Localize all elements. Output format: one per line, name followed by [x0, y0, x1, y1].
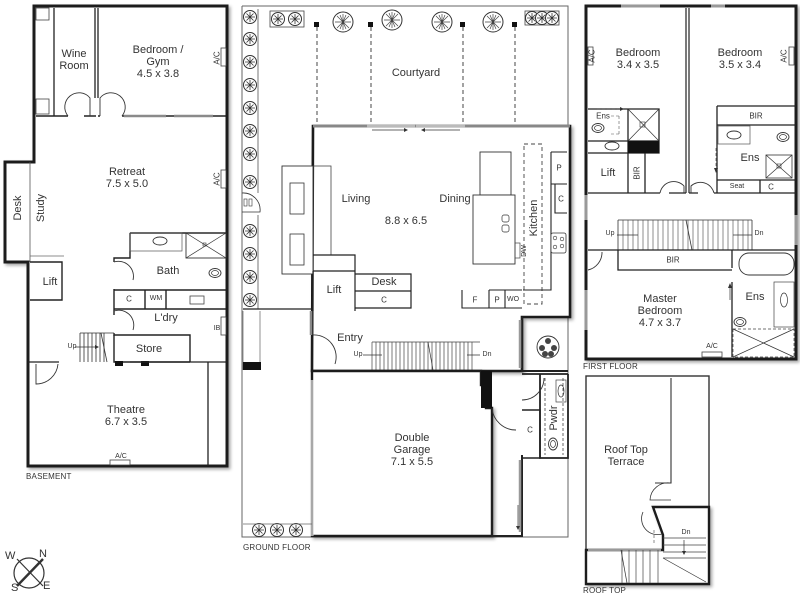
room-ensuite-2: Ens — [740, 152, 760, 164]
ground-floor-plan — [241, 5, 572, 538]
ac-label: A/C — [779, 49, 789, 63]
pantry-label: P — [494, 295, 500, 305]
cupboard-label: C — [381, 295, 387, 305]
cupboard-label: C — [527, 425, 533, 435]
room-ensuite-master: Ens — [745, 291, 765, 303]
bir-label: BIR — [749, 111, 763, 121]
cupboard-label: C — [558, 194, 564, 204]
stairs-up-label: Up — [605, 230, 615, 237]
stairs-down-label: Dn — [482, 351, 492, 358]
floor-label-ground: GROUND FLOOR — [243, 543, 311, 552]
room-powder: Pwdr — [548, 405, 560, 431]
floor-label-basement: BASEMENT — [26, 472, 72, 481]
room-ensuite-1: Ens — [596, 111, 610, 121]
floor-label-rooftop: ROOF TOP — [583, 586, 627, 595]
stairs-down-label: Dn — [754, 230, 764, 237]
ac-label: A/C — [212, 51, 222, 65]
ac-label: A/C — [587, 49, 597, 63]
room-lift: Lift — [600, 167, 616, 179]
dishwasher-label: DW — [521, 245, 528, 257]
ib-label: IB — [213, 325, 221, 332]
living-dining-dimensions: 8.8 x 6.5 — [384, 215, 428, 227]
bir-label: BIR — [666, 255, 680, 265]
first-floor-plan — [584, 4, 798, 361]
ac-label: A/C — [115, 453, 127, 460]
room-store: Store — [135, 343, 163, 355]
ac-label: A/C — [706, 343, 718, 350]
compass-south: S — [11, 582, 19, 594]
room-desk: Desk — [12, 195, 24, 221]
pantry-label: P — [556, 163, 562, 173]
cupboard-label: C — [768, 182, 774, 192]
room-kitchen: Kitchen — [528, 199, 540, 237]
room-lift: Lift — [42, 276, 58, 288]
room-entry: Entry — [337, 332, 363, 344]
bir-label: BIR — [632, 166, 642, 180]
cupboard-label: C — [126, 294, 132, 304]
room-dining: Dining — [439, 193, 471, 205]
stairs-up-label: Up — [353, 351, 363, 358]
basement-plan — [3, 4, 229, 468]
compass-east: E — [43, 580, 51, 592]
wo-label: WO — [506, 296, 520, 303]
room-lift: Lift — [326, 284, 342, 296]
seat-label: Seat — [729, 183, 745, 190]
room-study: Study — [35, 193, 47, 223]
stairs-up-label: Up — [67, 343, 77, 350]
ac-label: A/C — [212, 172, 222, 186]
room-courtyard: Courtyard — [391, 67, 441, 79]
room-desk: Desk — [371, 276, 397, 288]
room-laundry: L'dry — [154, 312, 178, 324]
room-bath: Bath — [156, 265, 180, 277]
fridge-label: F — [472, 295, 478, 305]
rooftop-plan — [584, 375, 711, 586]
compass-icon — [13, 557, 45, 589]
room-living: Living — [341, 193, 371, 205]
compass-north: N — [39, 548, 47, 560]
stairs-down-label: Dn — [681, 529, 691, 536]
washing-machine-label: WM — [149, 295, 163, 302]
compass-west: W — [5, 550, 16, 562]
floor-label-first: FIRST FLOOR — [583, 362, 638, 371]
